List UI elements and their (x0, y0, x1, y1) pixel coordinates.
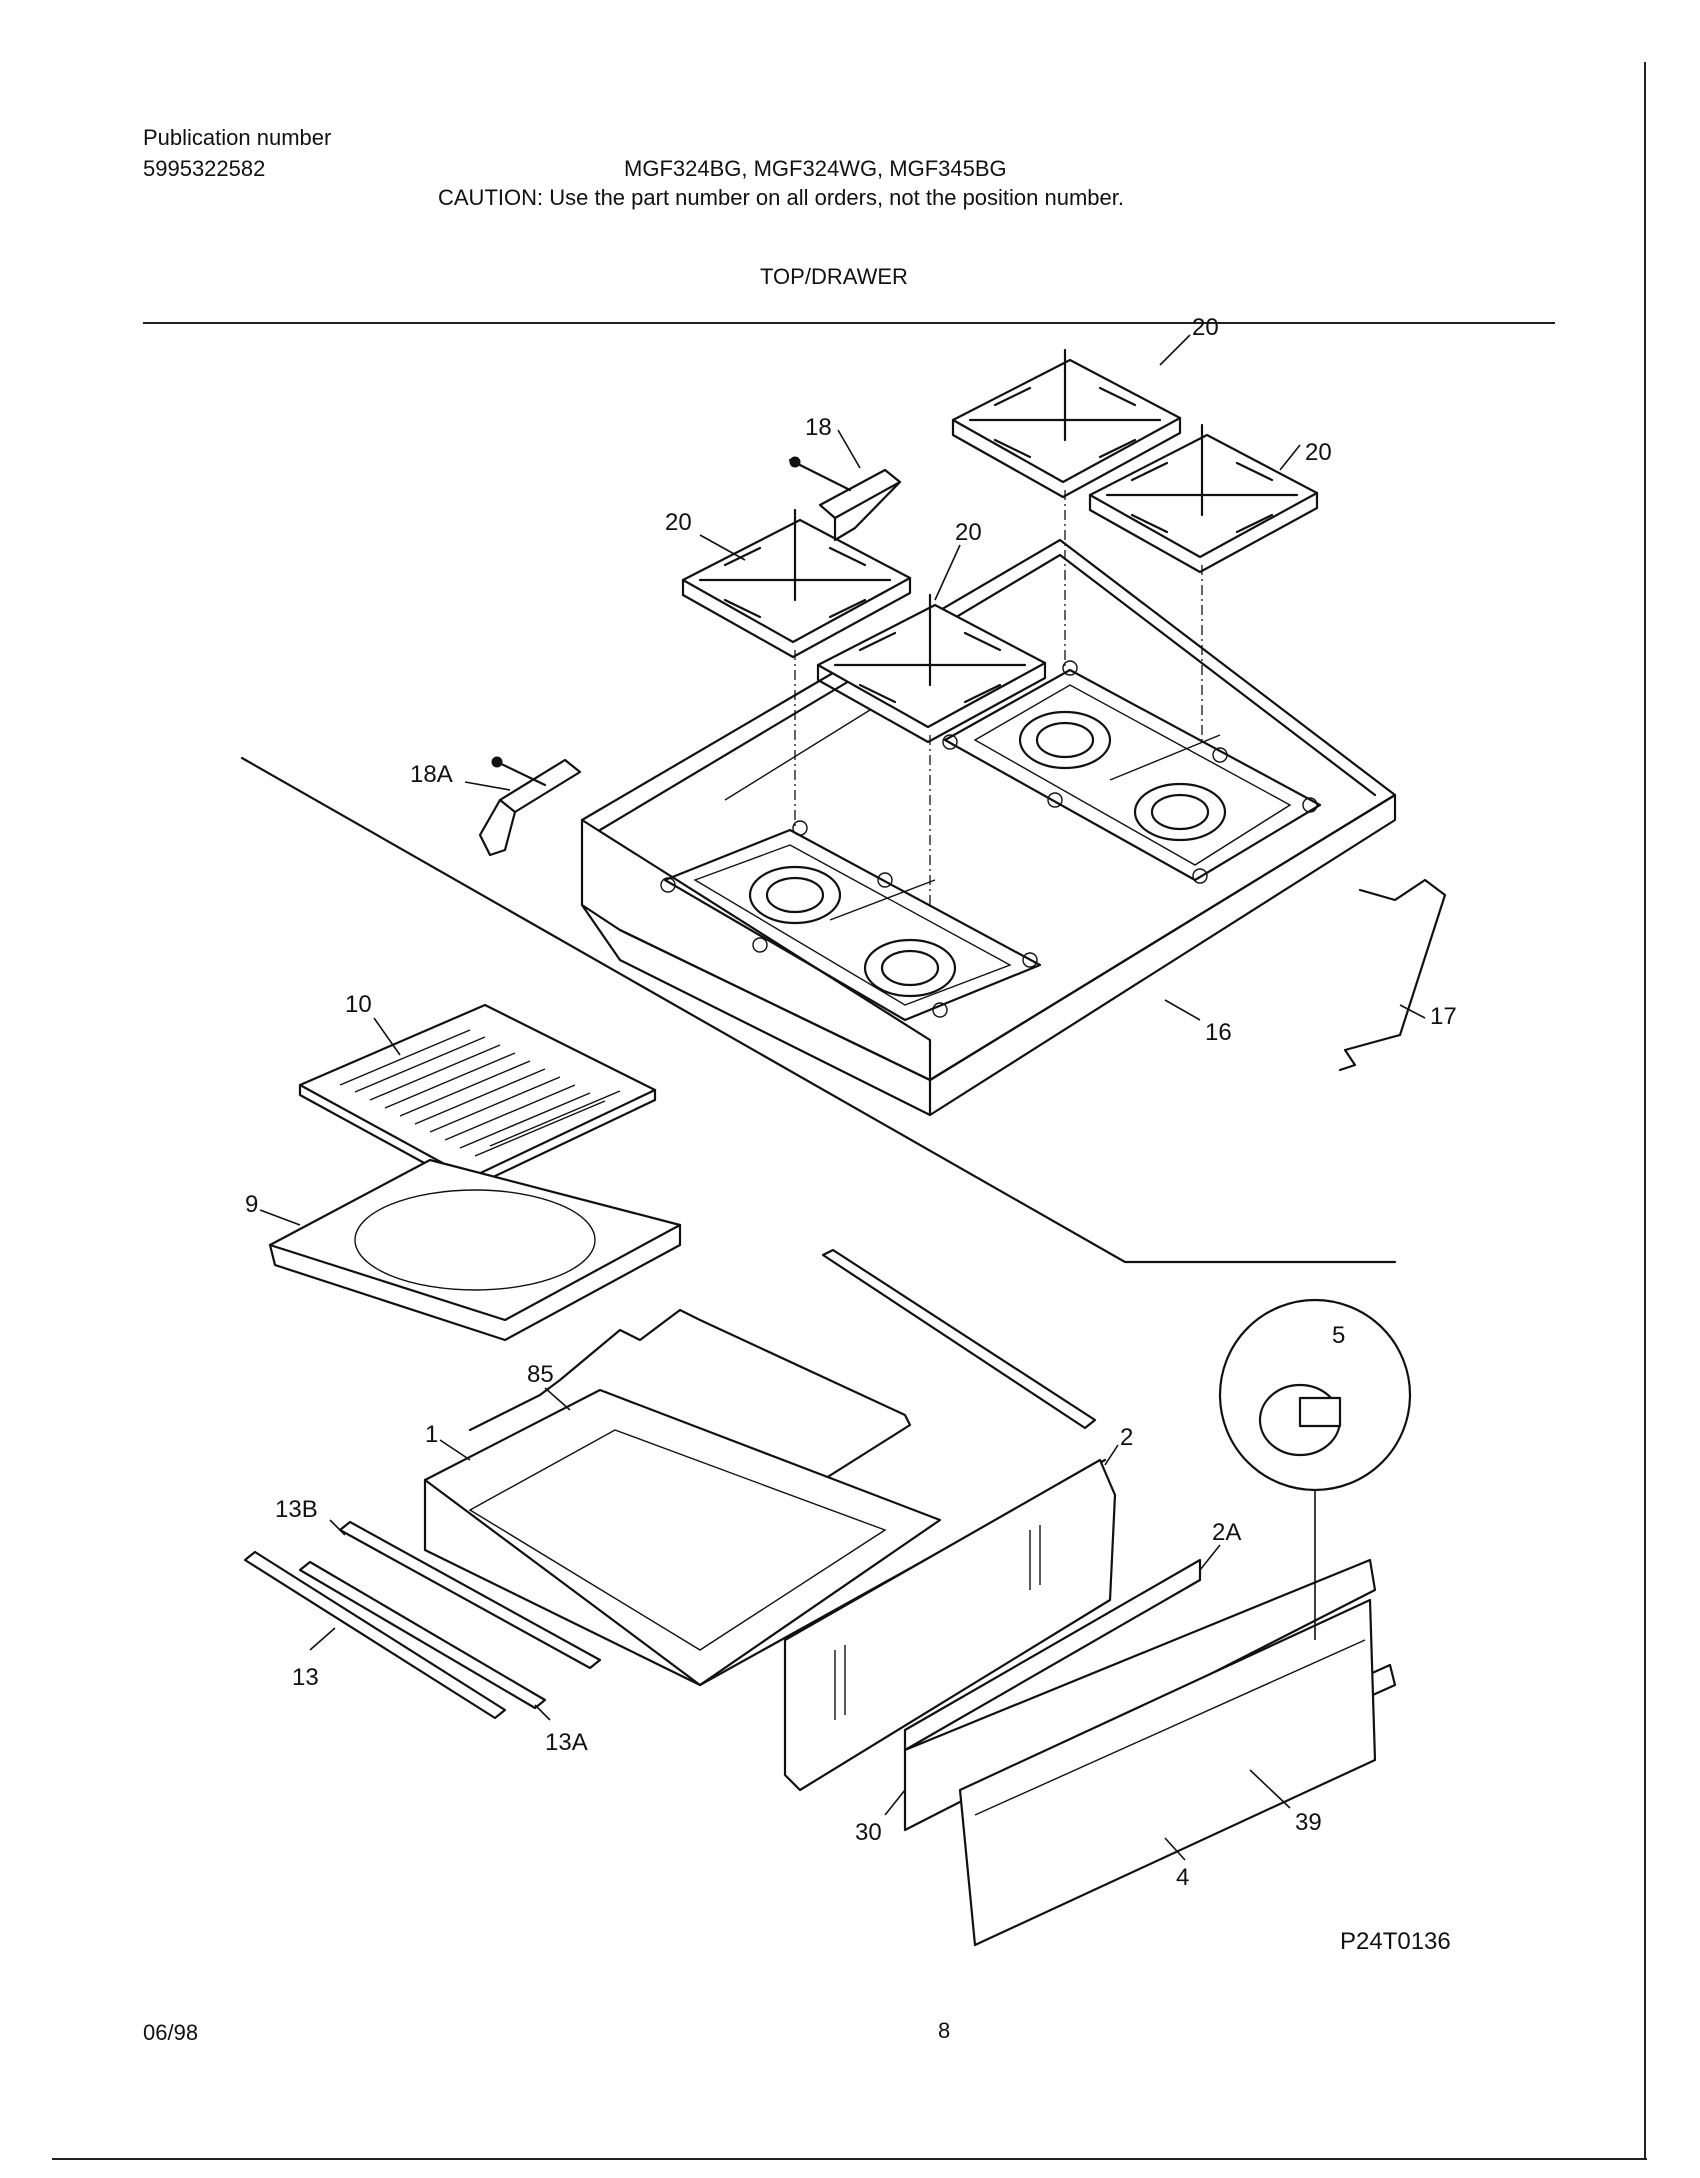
callout-2a: 2A (1212, 1519, 1241, 1546)
publication-number: 5995322582 (143, 156, 266, 181)
callout-17: 17 (1430, 1003, 1457, 1030)
drawer-slide-13 (243, 1550, 507, 1720)
callout-labels: 20 20 20 20 18 18A 16 17 10 9 85 1 2 2A … (245, 314, 1457, 1891)
header-divider (143, 322, 1555, 324)
drawer-slide-13a (298, 1560, 547, 1710)
drawer-side-2 (783, 1458, 1117, 1792)
drawer-bar-2a (903, 1558, 1202, 1752)
detail-circle-5 (1218, 1298, 1412, 1640)
callout-18a: 18A (410, 761, 453, 788)
bracket-18a (478, 756, 582, 857)
right-border (1644, 62, 1646, 2160)
caution-note: CAUTION: Use the part number on all orde… (438, 185, 1124, 210)
grate-alignment-lines (794, 490, 1203, 905)
callout-9: 9 (245, 1191, 258, 1218)
burner-grate-3 (951, 348, 1182, 499)
bracket-18 (788, 456, 902, 542)
callout-13: 13 (292, 1664, 319, 1691)
callout-39: 39 (1295, 1809, 1322, 1836)
callout-20-mid: 20 (955, 519, 982, 546)
wire-support-17 (1338, 878, 1447, 1072)
burner-grate-4 (1088, 423, 1319, 574)
callout-4: 4 (1176, 1864, 1189, 1891)
drawer-slide-13b (338, 1520, 602, 1670)
callout-85: 85 (527, 1361, 554, 1388)
broil-pan-insert-10 (298, 1003, 657, 1190)
cooktop-assembly (580, 538, 1397, 1117)
footer-divider (52, 2158, 1647, 2160)
callout-1: 1 (425, 1421, 438, 1448)
drawer-rail-1 (821, 1248, 1097, 1430)
burner-grate-1 (681, 508, 912, 659)
footer-date: 06/98 (143, 2020, 199, 2045)
callout-2: 2 (1120, 1424, 1133, 1451)
broil-pan-9 (268, 1158, 682, 1342)
page-number: 8 (938, 2018, 951, 2043)
callout-5: 5 (1332, 1322, 1345, 1349)
drawer-front-4 (958, 1598, 1377, 1947)
callout-30: 30 (855, 1819, 882, 1846)
callout-16: 16 (1205, 1019, 1232, 1046)
model-numbers: MGF324BG, MGF324WG, MGF345BG (624, 156, 1007, 181)
callout-13b: 13B (275, 1496, 318, 1523)
figure-id: P24T0136 (1340, 1928, 1451, 1955)
publication-label: Publication number (143, 125, 332, 150)
callout-13a: 13A (545, 1729, 588, 1756)
callout-10: 10 (345, 991, 372, 1018)
section-separator-line (240, 756, 1397, 1264)
callout-20-right: 20 (1305, 439, 1332, 466)
callout-leaders (259, 334, 1426, 1861)
callout-20-left: 20 (665, 509, 692, 536)
callout-18: 18 (805, 414, 832, 441)
section-title: TOP/DRAWER (760, 264, 908, 289)
burner-grate-2 (816, 593, 1047, 744)
callout-20-top: 20 (1192, 314, 1219, 341)
